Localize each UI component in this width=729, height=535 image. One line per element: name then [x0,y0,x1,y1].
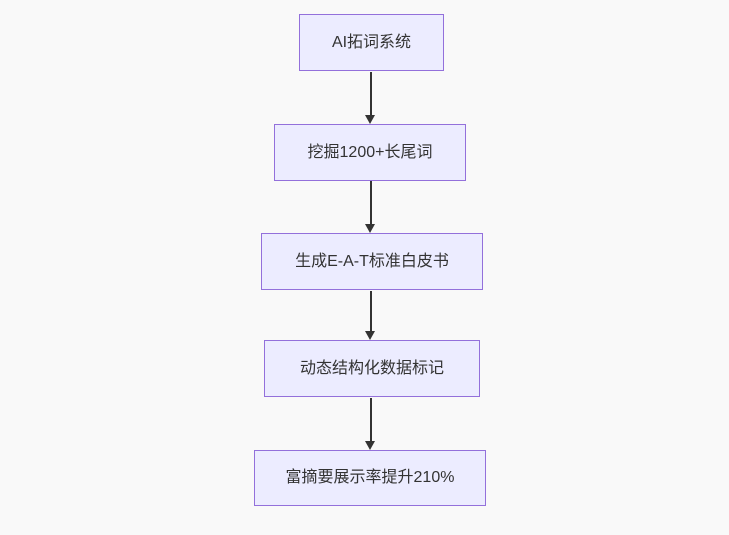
flow-arrow-4 [364,398,377,450]
flow-node-rich-snippet-rate-increase: 富摘要展示率提升210% [254,450,486,506]
flow-arrow-2 [364,181,377,233]
flow-arrow-3 [364,291,377,340]
arrow-head-icon [365,331,375,340]
arrow-head-icon [365,115,375,124]
flow-arrow-1 [364,72,377,124]
node-label: 生成E-A-T标准白皮书 [295,252,449,270]
arrow-line [369,398,372,443]
flow-node-longtail-keyword-mining: 挖掘1200+长尾词 [274,124,466,181]
node-label: 挖掘1200+长尾词 [307,143,433,161]
arrow-line [369,291,372,333]
flow-node-eat-whitepaper-generation: 生成E-A-T标准白皮书 [261,233,483,290]
node-label: 富摘要展示率提升210% [285,469,455,487]
flow-node-dynamic-structured-data-markup: 动态结构化数据标记 [264,340,480,397]
node-label: 动态结构化数据标记 [299,359,444,377]
arrow-line [369,72,372,117]
node-label: AI拓词系统 [331,33,412,51]
arrow-line [369,181,372,226]
arrow-head-icon [365,441,375,450]
flow-node-ai-word-expansion-system: AI拓词系统 [299,14,444,71]
arrow-head-icon [365,224,375,233]
